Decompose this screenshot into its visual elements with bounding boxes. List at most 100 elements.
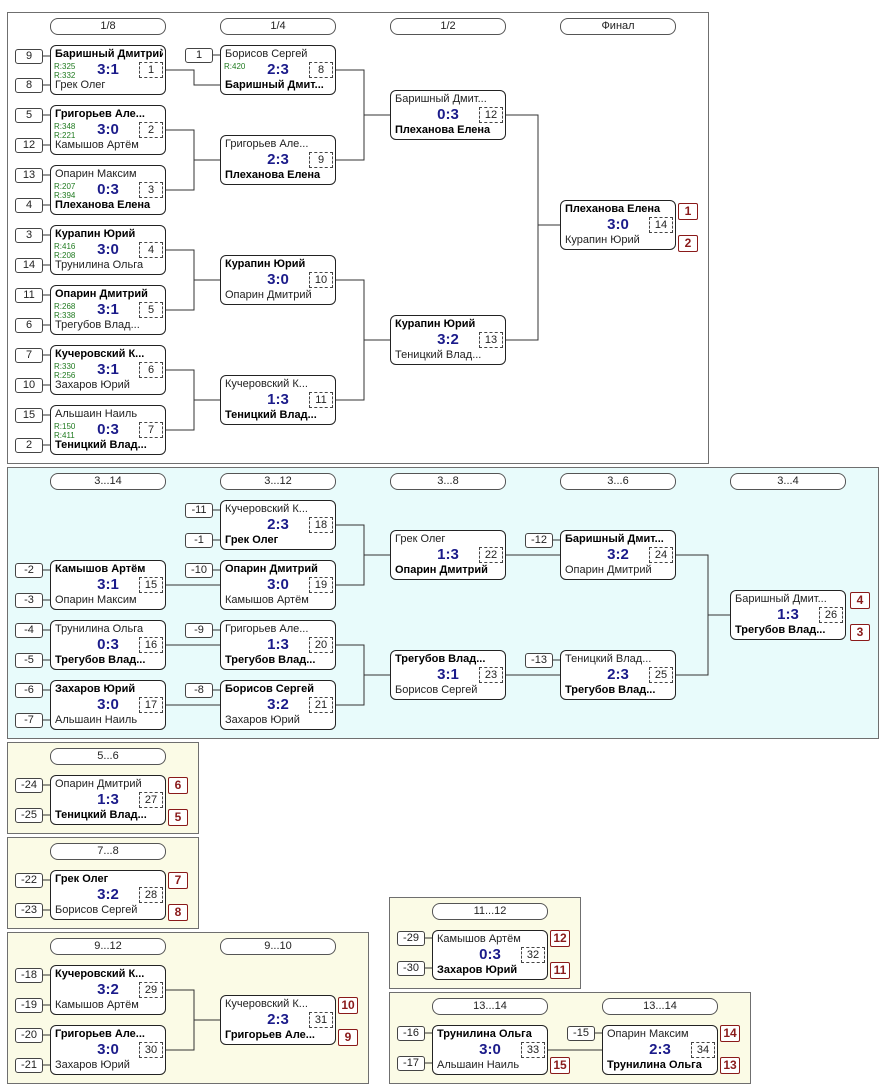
match-score: 3:0: [97, 696, 119, 713]
player-bottom-name: Опарин Дмитрий: [565, 564, 652, 576]
player-top-name: Грек Олег: [395, 533, 446, 545]
match-number: 20: [309, 637, 333, 653]
seed-number: 8: [15, 78, 43, 93]
final-place-badge: 15: [550, 1057, 570, 1074]
match-score: 2:3: [267, 151, 289, 168]
match-score: 1:3: [437, 546, 459, 563]
seed-number: 2: [15, 438, 43, 453]
match-number: 17: [139, 697, 163, 713]
match-number: 22: [479, 547, 503, 563]
seed-number: -11: [185, 503, 213, 518]
match-score: 0:3: [479, 946, 501, 963]
match-number: 23: [479, 667, 503, 683]
match-score: 0:3: [97, 636, 119, 653]
match-score: 1:3: [267, 636, 289, 653]
seed-number: 5: [15, 108, 43, 123]
match-score: 3:1: [97, 301, 119, 318]
seed-number: -21: [15, 1058, 43, 1073]
match-number: 7: [139, 422, 163, 438]
player-top-name: Трегубов Влад...: [395, 653, 486, 665]
player-bottom-rating: R:411: [54, 431, 75, 440]
match-score: 3:2: [607, 546, 629, 563]
match-score: 3:2: [97, 981, 119, 998]
match-score: 3:2: [97, 886, 119, 903]
match-number: 31: [309, 1012, 333, 1028]
player-bottom-name: Опарин Дмитрий: [395, 564, 488, 576]
player-top-name: Баришный Дмит...: [735, 593, 827, 605]
seed-number: -15: [567, 1026, 595, 1041]
match-score: 0:3: [97, 421, 119, 438]
player-top-rating: R:207: [54, 182, 76, 191]
player-top-name: Камышов Артём: [55, 563, 146, 575]
match-number: 11: [309, 392, 333, 408]
match-number: 6: [139, 362, 163, 378]
player-bottom-name: Камышов Артём: [225, 594, 309, 606]
seed-number: -17: [397, 1056, 425, 1071]
player-top-name: Грек Олег: [55, 873, 109, 885]
player-bottom-name: Трегубов Влад...: [55, 319, 140, 331]
round-header: 13...14: [432, 998, 548, 1015]
match-score: 3:1: [97, 576, 119, 593]
seed-number: -2: [15, 563, 43, 578]
player-top-name: Борисов Сергей: [225, 683, 315, 695]
match-number: 28: [139, 887, 163, 903]
round-header: Финал: [560, 18, 676, 35]
player-bottom-name: Трегубов Влад...: [735, 624, 826, 636]
player-top-name: Альшаин Наиль: [55, 408, 138, 420]
player-bottom-name: Опарин Дмитрий: [225, 289, 312, 301]
player-top-name: Григорьев Але...: [225, 138, 309, 150]
player-bottom-name: Курапин Юрий: [565, 234, 640, 246]
match-score: 1:3: [97, 791, 119, 808]
seed-number: 4: [15, 198, 43, 213]
player-bottom-name: Захаров Юрий: [225, 714, 300, 726]
match-score: 3:1: [97, 61, 119, 78]
match-number: 14: [649, 217, 673, 233]
player-bottom-name: Трегубов Влад...: [565, 684, 656, 696]
match-number: 3: [139, 182, 163, 198]
seed-number: -5: [15, 653, 43, 668]
player-top-name: Опарин Максим: [55, 168, 137, 180]
match-number: 13: [479, 332, 503, 348]
seed-number: 6: [15, 318, 43, 333]
player-top-name: Опарин Максим: [607, 1028, 689, 1040]
player-bottom-name: Теницкий Влад...: [225, 409, 317, 421]
final-place-badge: 1: [678, 203, 698, 220]
match-number: 34: [691, 1042, 715, 1058]
player-top-name: Кучеровский К...: [225, 998, 308, 1010]
seed-number: 3: [15, 228, 43, 243]
